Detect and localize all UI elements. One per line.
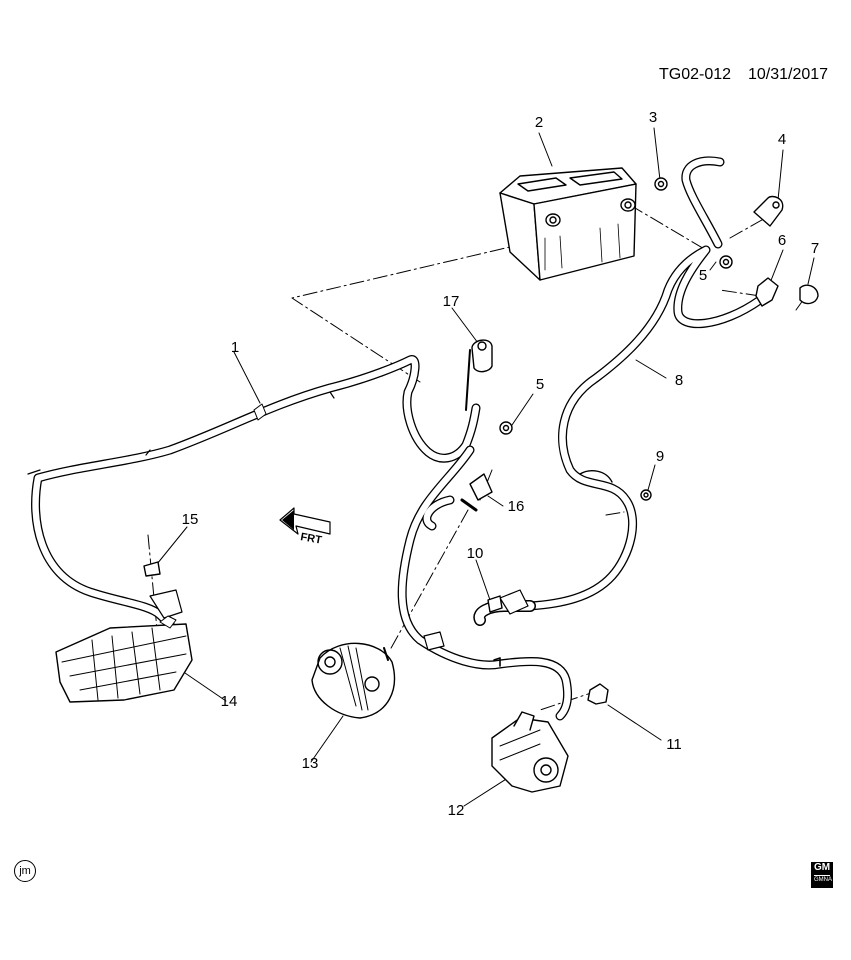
callout-5-upper: 5	[698, 267, 708, 284]
leader-lines	[156, 127, 815, 807]
brand-sub: GMNA	[814, 875, 832, 883]
front-arrow-label: FRT	[299, 531, 322, 547]
doc-id: TG02-012	[659, 67, 731, 83]
bolts	[487, 177, 733, 613]
alternator	[311, 642, 396, 719]
terminal-17	[471, 339, 493, 373]
grommet-11	[587, 683, 609, 705]
brand-mark: GM	[813, 862, 831, 873]
positive-cable	[473, 156, 765, 626]
doc-id-code: TG02-012	[659, 66, 732, 83]
bolt-10	[487, 595, 503, 613]
callout-11: 11	[666, 736, 682, 753]
callout-8: 8	[674, 372, 684, 389]
callout-3: 3	[648, 109, 658, 126]
author-mark: jm	[14, 860, 36, 882]
callout-15: 15	[181, 511, 199, 528]
callout-16: 16	[507, 498, 525, 515]
callout-10: 10	[466, 545, 484, 562]
bolt-9	[640, 489, 652, 501]
terminal-4	[753, 195, 784, 227]
negative-cable	[27, 355, 481, 637]
callout-7: 7	[810, 240, 820, 257]
boot-16	[469, 473, 493, 501]
clip-7	[799, 284, 819, 305]
front-arrow	[279, 507, 331, 535]
fuse-6	[755, 277, 779, 307]
brand-logo: GM GMNA	[811, 862, 833, 888]
bolt-3	[654, 177, 668, 191]
callout-12: 12	[447, 802, 465, 819]
callout-6: 6	[777, 232, 787, 249]
callout-2: 2	[534, 114, 544, 131]
starter	[491, 711, 569, 793]
callout-9: 9	[655, 448, 665, 465]
callout-17: 17	[442, 293, 460, 310]
battery	[499, 167, 637, 281]
clip-15	[143, 561, 161, 577]
callout-4: 4	[777, 131, 787, 148]
alternator-harness	[397, 349, 573, 721]
fuse-block	[55, 615, 193, 703]
callout-14: 14	[220, 693, 238, 710]
bolt-5-lower	[499, 421, 513, 435]
bolt-5-upper	[719, 255, 733, 269]
callout-13: 13	[301, 755, 319, 772]
doc-date: 10/31/2017	[748, 66, 829, 83]
callout-5-lower: 5	[535, 376, 545, 393]
callout-1: 1	[230, 339, 240, 356]
